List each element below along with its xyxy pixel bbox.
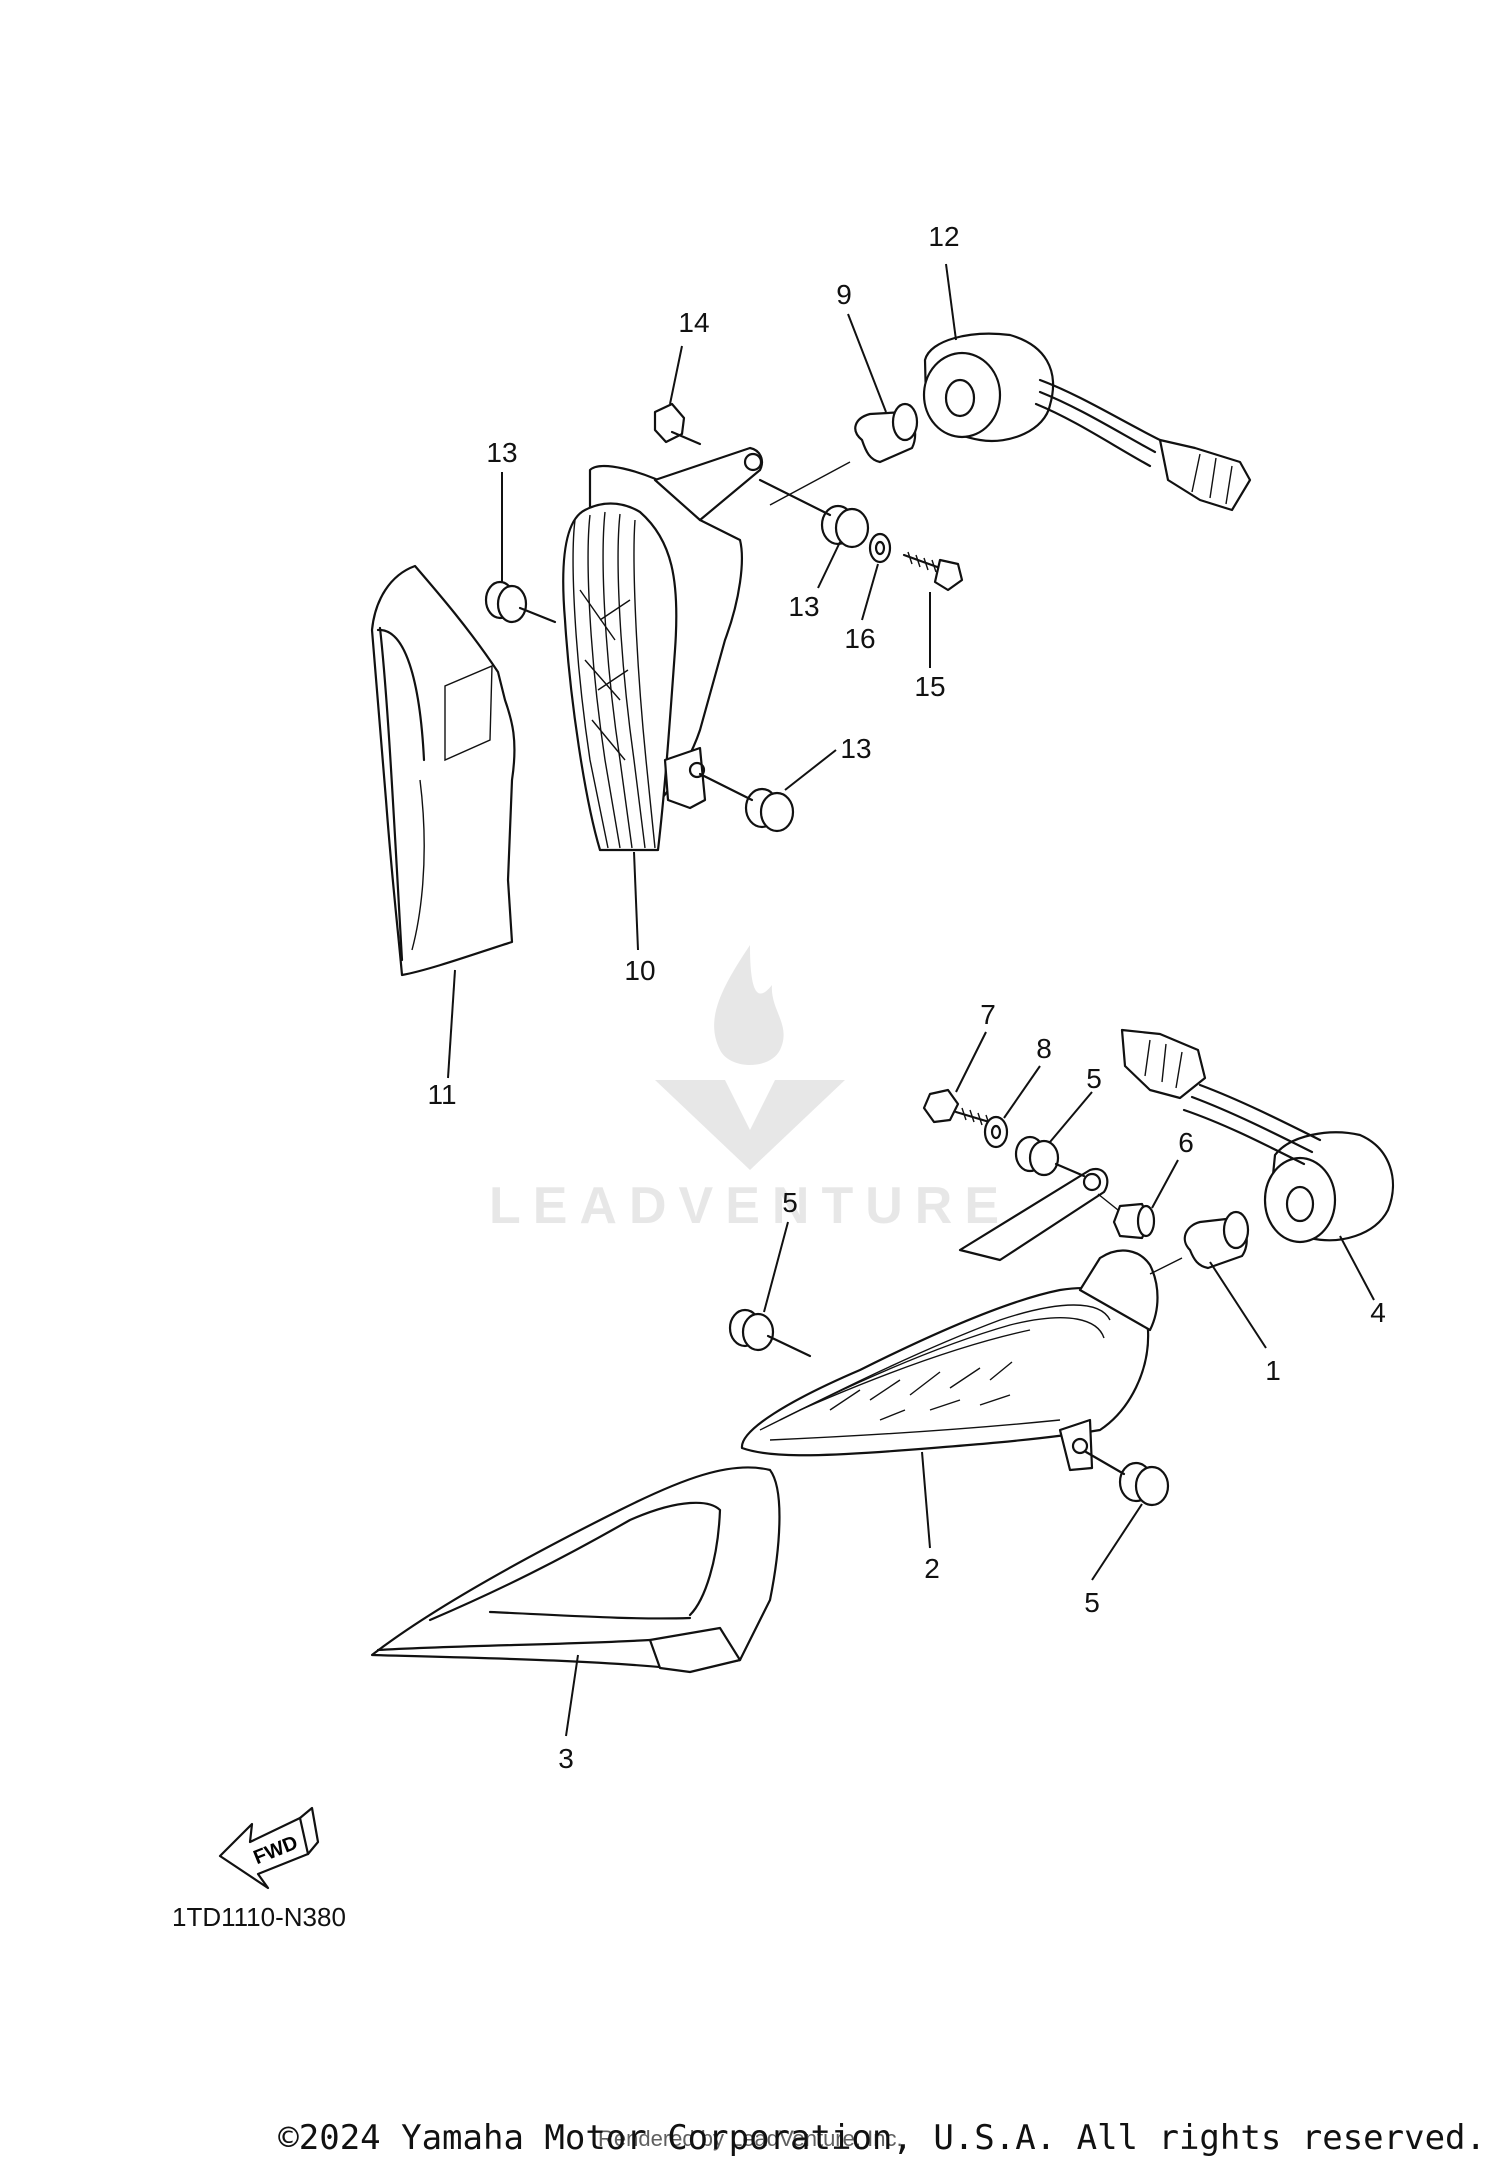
callout-10[interactable]: 10 [624, 955, 655, 986]
callout-9[interactable]: 9 [836, 279, 852, 310]
callout-11[interactable]: 11 [427, 1079, 456, 1110]
watermark-text: LEADVENTURE [488, 1177, 1012, 1235]
flame-logo-icon [655, 945, 845, 1170]
part-12-socket-harness[interactable] [922, 332, 1252, 512]
part-5-grommet-c[interactable] [1084, 1450, 1170, 1507]
callout-1[interactable]: 1 [1265, 1355, 1281, 1386]
callout-16[interactable]: 16 [844, 623, 875, 654]
part-11-lens-cover[interactable] [370, 564, 516, 977]
part-4-socket-harness[interactable] [1120, 1028, 1395, 1244]
part-7-screw[interactable] [922, 1088, 998, 1128]
part-5-grommet-a[interactable] [728, 1308, 812, 1358]
part-16-washer[interactable] [868, 532, 892, 564]
callout-13-lower[interactable]: 13 [840, 733, 871, 764]
callout-5-left[interactable]: 5 [782, 1187, 798, 1218]
part-13-grommet-c[interactable] [698, 772, 795, 833]
part-9-bulb[interactable] [854, 402, 919, 464]
part-10-lens-housing[interactable] [562, 446, 764, 852]
part-13-grommet-a[interactable] [484, 580, 557, 624]
callout-8[interactable]: 8 [1036, 1033, 1052, 1064]
rendered-by-text: Rendered by LeadVenture, Inc. [598, 2126, 903, 2151]
callout-5-lower[interactable]: 5 [1084, 1587, 1100, 1618]
part-8-washer[interactable] [983, 1115, 1009, 1149]
callout-7[interactable]: 7 [980, 999, 996, 1030]
callout-4[interactable]: 4 [1370, 1297, 1386, 1328]
fwd-arrow-icon: FWD [218, 1806, 320, 1890]
callout-13-left[interactable]: 13 [486, 437, 517, 468]
leadventure-watermark: LEADVENTURE [480, 940, 1020, 1235]
leader-lines [447, 263, 1375, 1737]
copyright-text: ©2024 Yamaha Motor Corporation, U.S.A. A… [278, 2118, 1486, 2158]
callout-5-upper[interactable]: 5 [1086, 1063, 1102, 1094]
callout-2[interactable]: 2 [924, 1553, 940, 1584]
callout-6[interactable]: 6 [1178, 1127, 1194, 1158]
callout-3[interactable]: 3 [558, 1743, 574, 1774]
callout-13-middle[interactable]: 13 [788, 591, 819, 622]
callout-14[interactable]: 14 [678, 307, 709, 338]
callout-12[interactable]: 12 [928, 221, 959, 252]
part-15-screw[interactable] [902, 551, 964, 592]
callout-15[interactable]: 15 [914, 671, 945, 702]
part-13-grommet-b[interactable] [758, 478, 870, 549]
lower-flasher-assembly [370, 1028, 1395, 1674]
part-1-bulb[interactable] [1149, 1210, 1250, 1275]
diagram-code: 1TD1110-N380 [172, 1902, 346, 1932]
part-5-grommet-b[interactable] [1014, 1135, 1086, 1178]
upper-flasher-assembly [370, 332, 1252, 977]
part-14-screw[interactable] [653, 402, 702, 446]
callout-labels: 1 2 3 4 5 5 5 6 7 8 9 10 11 12 13 13 13 … [427, 221, 1385, 1774]
part-6-collar[interactable] [1097, 1193, 1156, 1240]
part-3-lens-cover[interactable] [370, 1466, 781, 1674]
part-2-lens-housing[interactable] [740, 1167, 1159, 1472]
